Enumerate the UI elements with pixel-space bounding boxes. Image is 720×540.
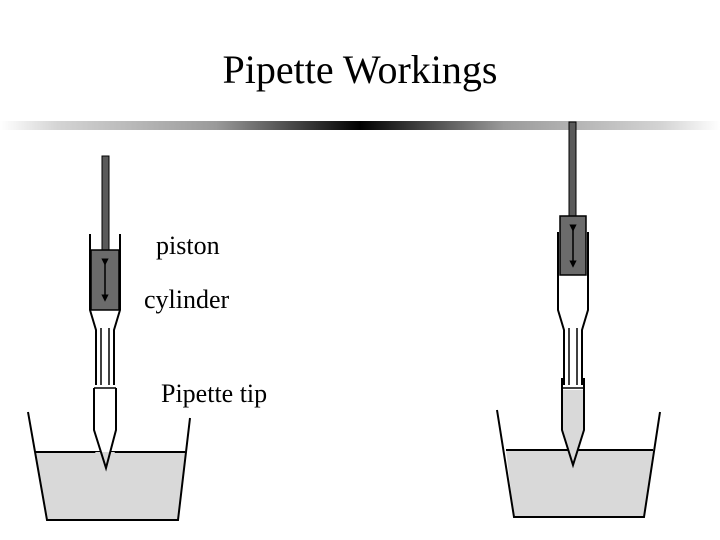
left-cylinder-right-wall: [113, 234, 121, 385]
cylinder-label: cylinder: [144, 285, 230, 314]
left-pipette-tip: [93, 388, 117, 472]
right-cylinder-left-wall: [557, 232, 565, 385]
left-beaker-liquid: [35, 452, 185, 520]
right-pipette-tip: [561, 378, 585, 469]
left-beaker: [27, 411, 191, 521]
piston-label: piston: [156, 231, 220, 260]
right-cylinder-right-wall: [581, 232, 589, 385]
pipette-tip-label: Pipette tip: [161, 379, 268, 408]
left-piston-rod: [101, 155, 110, 253]
right-setup: [496, 121, 661, 518]
right-beaker: [496, 409, 661, 518]
right-piston-rod: [568, 121, 577, 219]
right-beaker-liquid: [506, 450, 653, 517]
left-setup: [27, 155, 191, 521]
title-divider: [0, 121, 720, 130]
left-cylinder-left-wall: [89, 234, 97, 385]
slide-title: Pipette Workings: [222, 47, 498, 92]
